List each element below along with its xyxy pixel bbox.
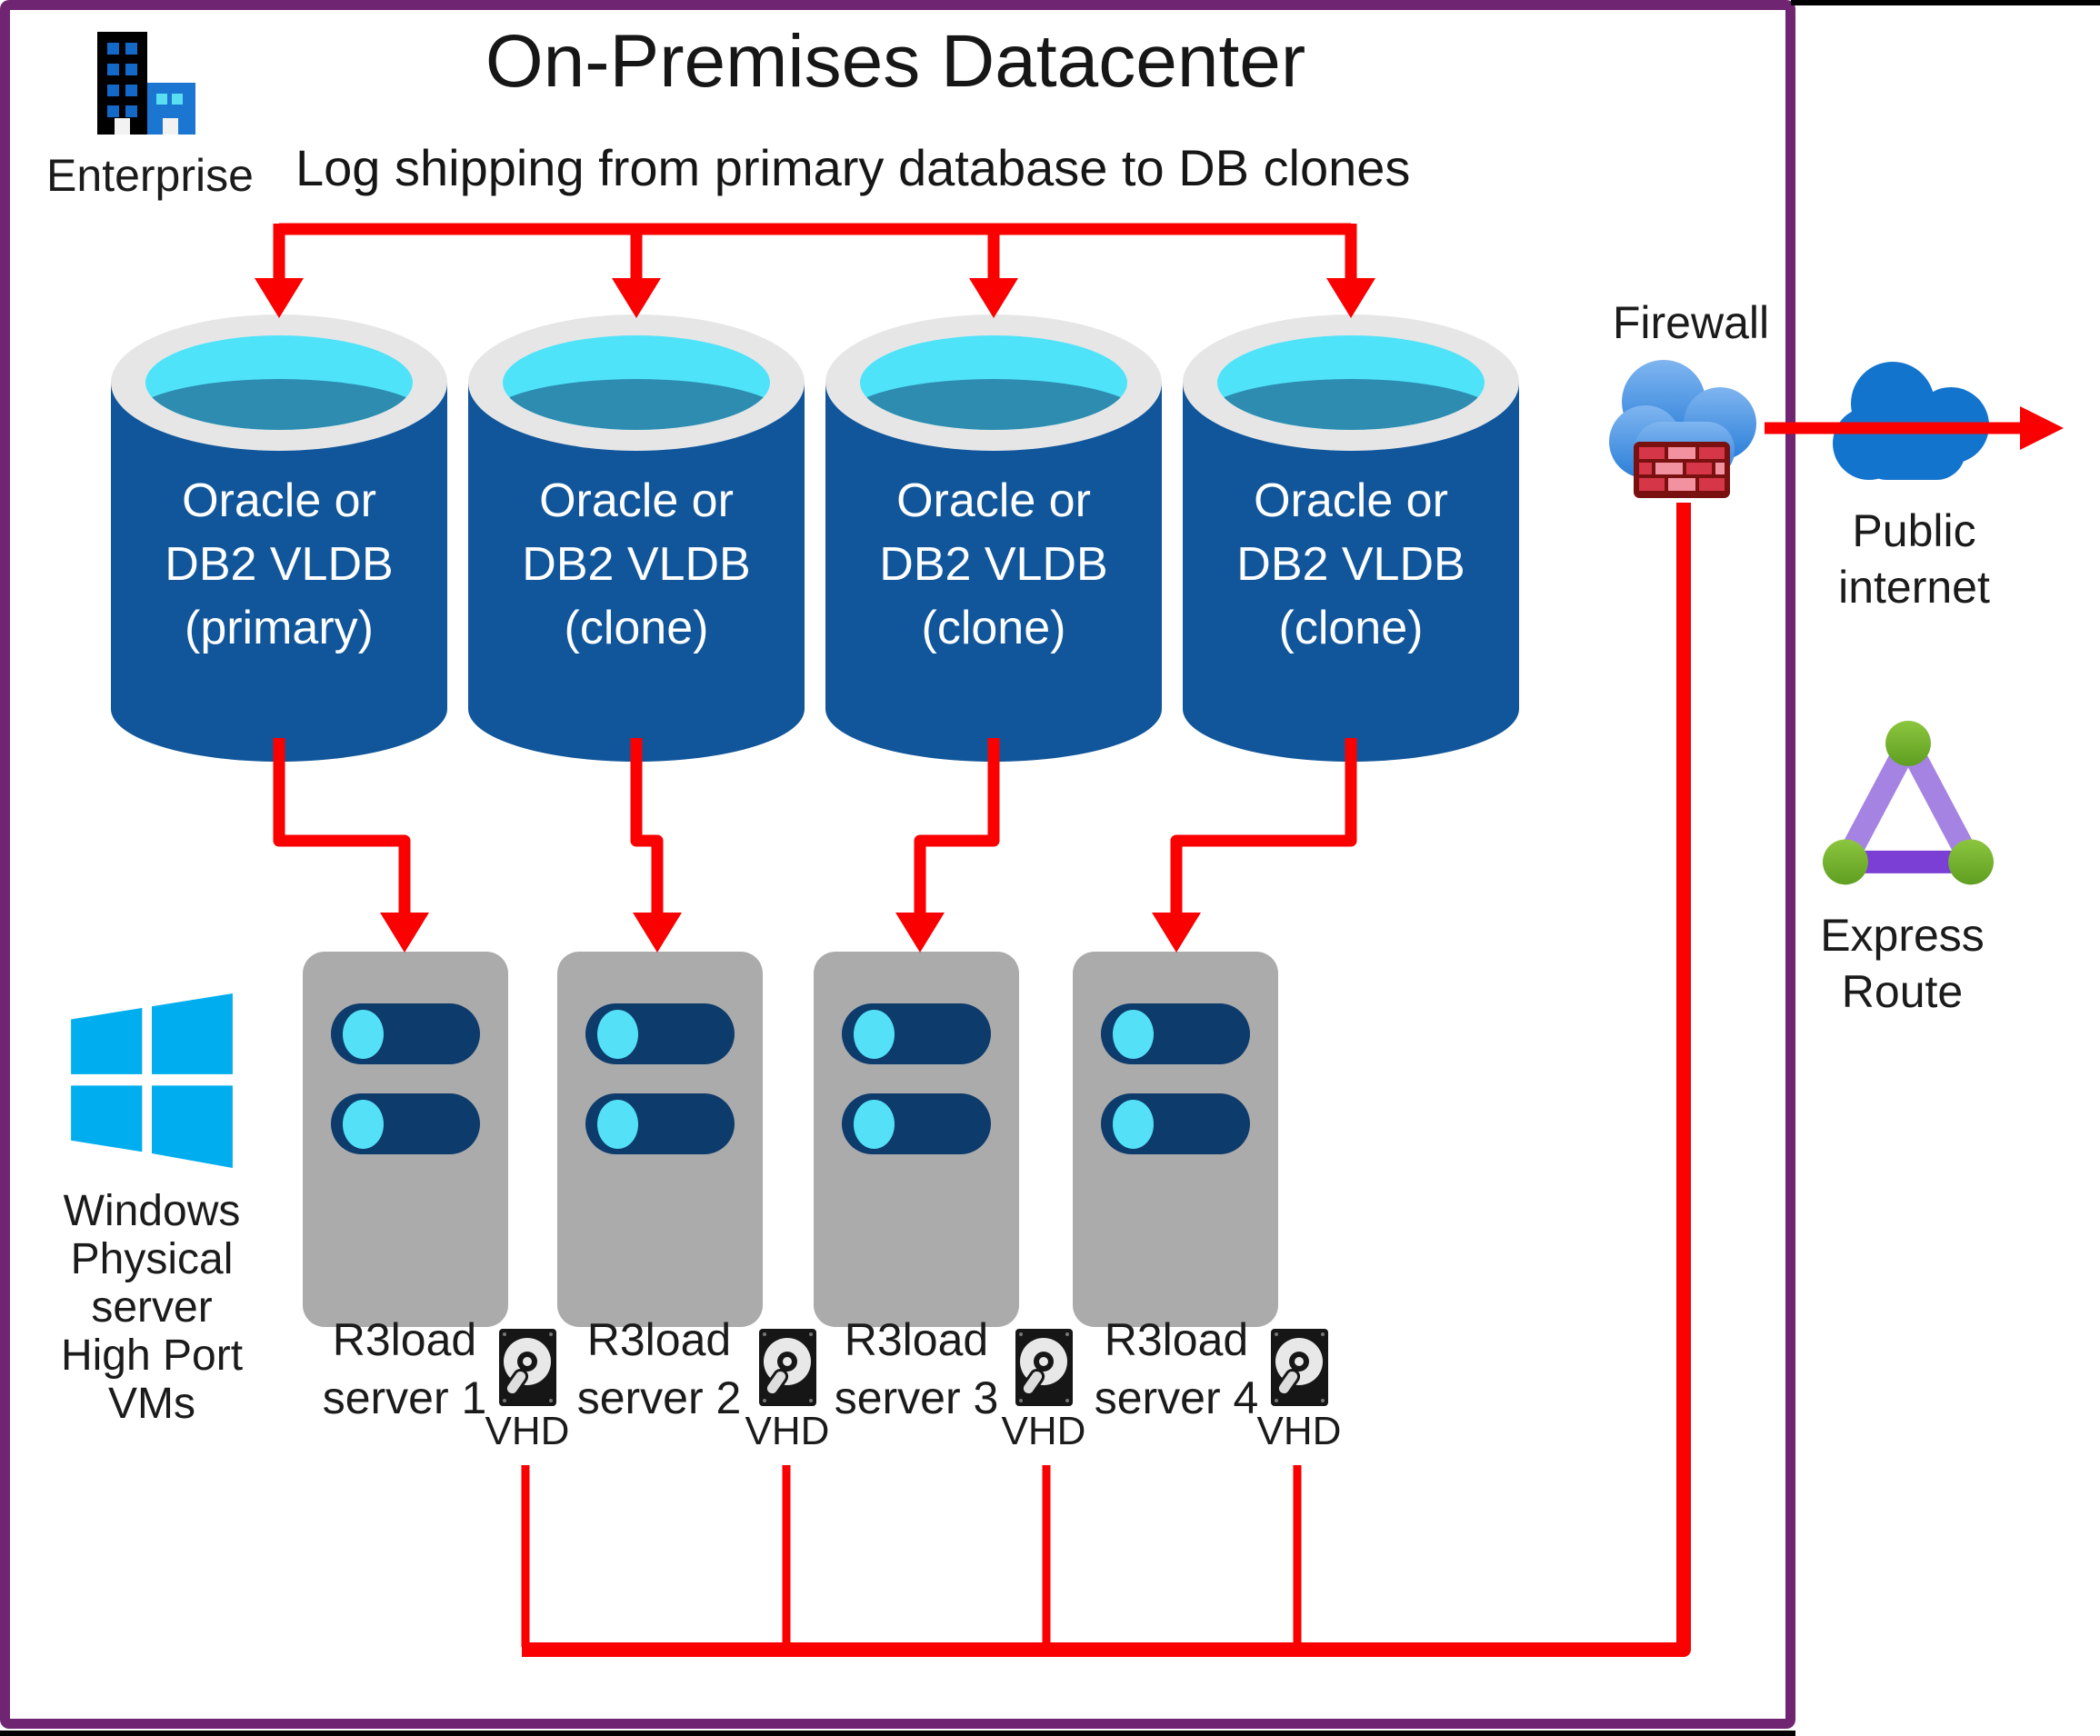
database-opening [503,335,770,430]
firewall-brick-icon [1634,442,1730,498]
vhd-label: VHD [1256,1409,1342,1453]
top-edge-strip [1791,0,2100,5]
drive-light [343,1010,384,1059]
drive-bay [585,1003,735,1064]
vhd-disk-icon [1271,1329,1328,1406]
drive-bay [585,1093,735,1154]
public-internet-cloud-icon [1833,362,1989,480]
windows-logo-icon [71,993,233,1168]
drive-light [597,1100,638,1149]
database-opening [1217,335,1485,430]
express-route-triangle-icon [1823,721,1994,885]
drive-light [597,1010,638,1059]
page-title: On-Premises Datacenter [485,20,1306,103]
vhd-disk-icon [499,1329,556,1406]
vhd-label: VHD [1001,1409,1086,1453]
log-shipping-caption: Log shipping from primary database to DB… [295,139,1411,196]
vhd-label: VHD [745,1409,830,1453]
drive-bay [331,1093,480,1154]
drive-light [1113,1010,1154,1059]
drive-light [854,1010,895,1059]
express-route-label: Express Route [1820,910,1985,1017]
server-tower-icon [557,952,763,1327]
firewall-label: Firewall [1612,297,1770,348]
drive-bay [842,1003,991,1064]
drive-bay [331,1003,480,1064]
public-internet-label: Public internet [1838,505,1990,613]
vhd-disk-icon [759,1329,816,1406]
bottom-edge-strip [0,1731,1795,1736]
server-tower-icon [814,952,1019,1327]
drive-light [854,1100,895,1149]
drive-bay [842,1093,991,1154]
database-opening [145,335,413,430]
drive-light [343,1100,384,1149]
server-tower-icon [303,952,508,1327]
drive-light [1113,1100,1154,1149]
drive-bay [1101,1093,1250,1154]
drive-bay [1101,1003,1250,1064]
server-tower-icon [1073,952,1278,1327]
enterprise-building-icon [97,32,195,135]
on-premises-boundary [0,0,1795,1729]
vhd-label: VHD [485,1409,570,1453]
vhd-disk-icon [1015,1329,1073,1406]
windows-physical-server-label: Windows Physical server High Port VMs [60,1187,244,1428]
database-opening [860,335,1127,430]
enterprise-label: Enterprise [46,150,254,201]
